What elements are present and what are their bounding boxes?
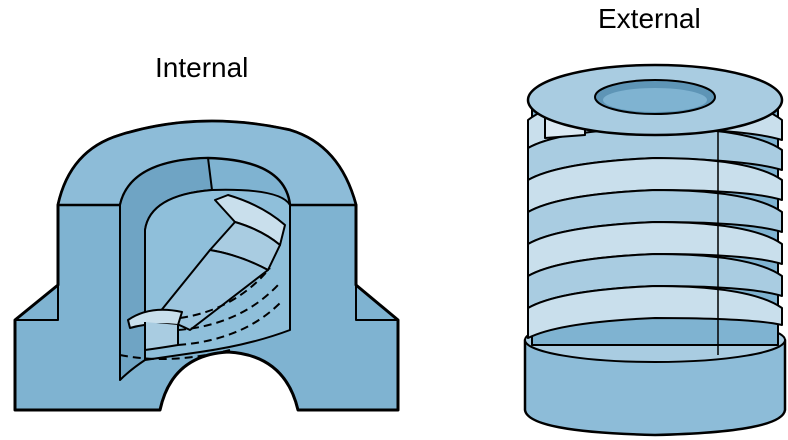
internal-thread-tooth-lower-side xyxy=(145,322,178,350)
internal-thread-figure xyxy=(15,121,398,410)
external-bore-inner xyxy=(603,88,707,112)
external-thread-figure xyxy=(525,65,785,435)
